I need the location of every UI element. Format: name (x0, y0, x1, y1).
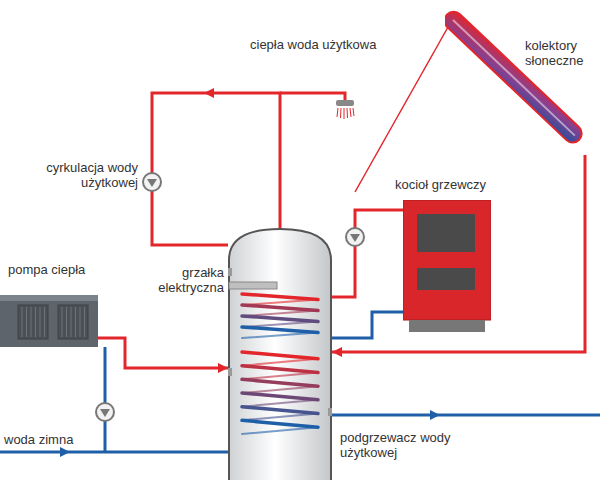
boiler-drawing (403, 200, 491, 332)
shower-head (336, 100, 354, 119)
part-label: grzałka elektryczna (146, 265, 224, 295)
flow-arrow (204, 88, 214, 98)
device-label: kolektory słoneczne (525, 38, 593, 68)
flow-arrow (60, 447, 70, 457)
device-label: kocioł grzewczy (395, 177, 505, 192)
heat-pump-return (104, 347, 107, 452)
pipe-connector (332, 155, 585, 357)
heat-pump: pompa ciepła (0, 295, 98, 347)
solar-collector-drawing (445, 10, 595, 155)
boiler: kocioł grzewczy (403, 200, 491, 332)
pump-symbol (346, 228, 364, 246)
water-tank-drawing (228, 228, 332, 480)
pipe-connector (332, 210, 403, 297)
hot-water-pipe (152, 93, 280, 245)
solar-collector: kolektory słoneczne (445, 10, 595, 155)
part-label: cyrkulacja wody użytkowej (18, 160, 138, 190)
cold-water-pipe (0, 451, 228, 454)
part-label: ciepła woda użytkowa (250, 37, 410, 52)
part-label: woda zimna (4, 432, 94, 447)
device-label: pompa ciepła (8, 262, 118, 277)
heat-pump-drawing (0, 295, 98, 347)
pipe-connector (332, 312, 403, 338)
flow-arrow (430, 410, 440, 420)
shower-pipe (280, 93, 345, 101)
device-label: podgrzewacz wody użytkowej (340, 430, 452, 460)
water-tank: podgrzewacz wody użytkowej (228, 228, 332, 480)
tank-outlet-pipe (332, 414, 600, 417)
pump-symbol (143, 173, 161, 191)
pipe-connector (98, 338, 228, 373)
pump-symbol (96, 403, 114, 421)
